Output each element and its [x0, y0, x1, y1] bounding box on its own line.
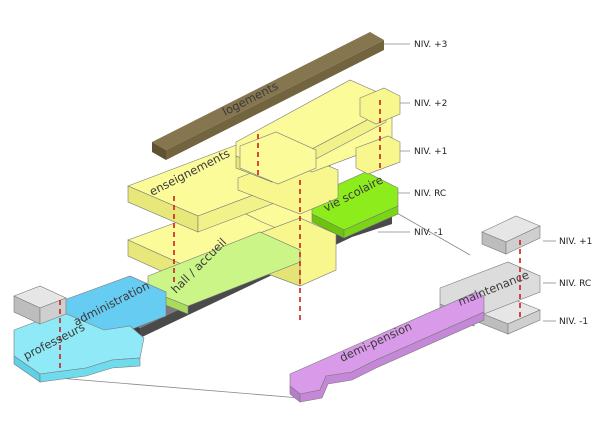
logements-block — [152, 32, 384, 160]
demi-pension-block — [289, 291, 485, 403]
level-labels-annex: NIV. +1 NIV. RC NIV. -1 — [559, 237, 592, 327]
enseignements-upper — [235, 79, 401, 185]
professeurs-block — [13, 311, 145, 383]
circulation-axes — [59, 100, 521, 368]
annex-level-label-niv-p1: NIV. +1 — [559, 237, 592, 247]
annex-level-label-niv-rc: NIV. RC — [559, 279, 591, 289]
level-label-niv-p2: NIV. +2 — [414, 99, 447, 109]
level-labels-main: NIV. +3 NIV. +2 NIV. +1 NIV. RC NIV. -1 — [414, 40, 447, 238]
level-label-niv-p3: NIV. +3 — [414, 40, 447, 50]
annex-level-label-niv-m1: NIV. -1 — [559, 317, 588, 327]
level-label-niv-m1: NIV. -1 — [414, 228, 443, 238]
level-label-niv-p1: NIV. +1 — [414, 147, 447, 157]
annex-right — [477, 215, 541, 335]
level-label-niv-rc: NIV. RC — [414, 189, 446, 199]
